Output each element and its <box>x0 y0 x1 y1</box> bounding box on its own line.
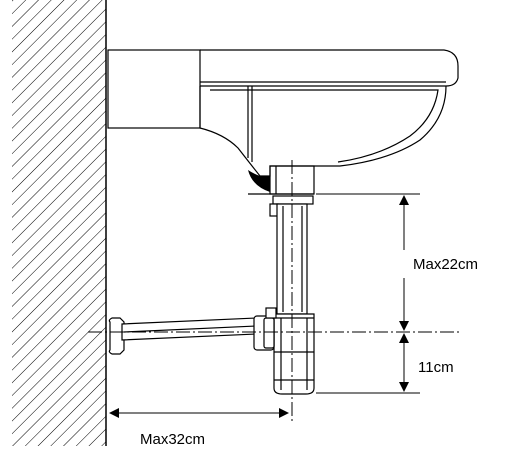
label-max22cm: Max22cm <box>413 256 478 273</box>
wall-hatching <box>12 0 106 446</box>
wall-flange <box>108 317 125 355</box>
outlet-pipe <box>108 307 277 355</box>
pipe-nut-cap <box>265 307 277 319</box>
wash-basin <box>107 49 459 195</box>
pipe-nut-inner <box>263 317 275 349</box>
label-11cm: 11cm <box>418 359 454 376</box>
label-max32cm: Max32cm <box>140 431 205 448</box>
basin-bowl <box>199 85 447 177</box>
pipe-centre-line <box>123 325 257 333</box>
basin-mounting-block <box>107 49 201 129</box>
trap-body <box>273 313 315 395</box>
tube-nut-top <box>272 195 314 205</box>
basin-bowl-inner <box>210 89 439 163</box>
centre-lines <box>88 160 460 424</box>
basin-rim <box>200 49 459 87</box>
dimensions <box>109 193 420 418</box>
wall <box>12 0 107 446</box>
basin-shadow <box>248 170 270 192</box>
